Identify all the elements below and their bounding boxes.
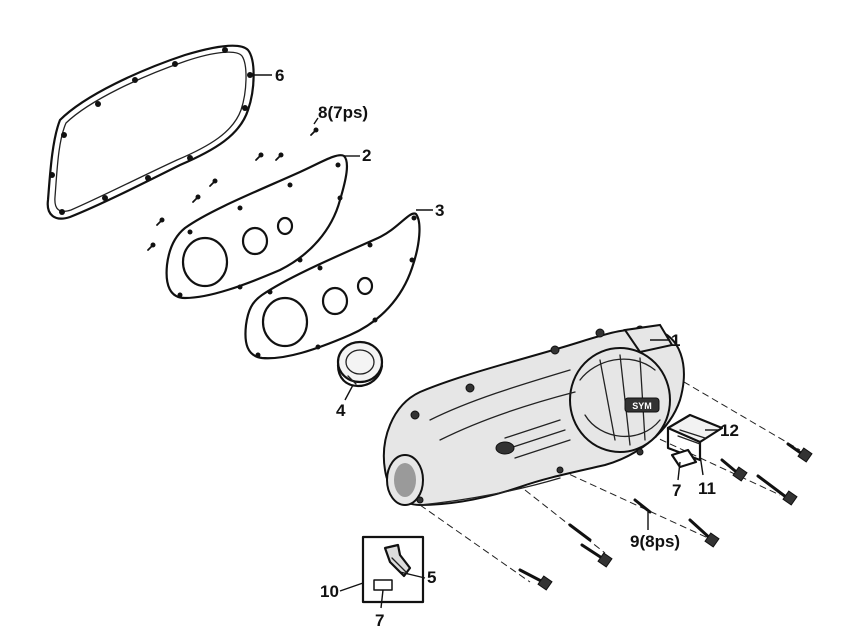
callouts: 1 2 3 4 5 6 7 7 8(7ps) 9(8ps) 10 11 12 xyxy=(275,66,739,630)
part-6-gasket xyxy=(46,44,255,220)
part-10-kit-box xyxy=(361,535,425,604)
part-4-oil-seal xyxy=(336,340,384,388)
callout-1: 1 xyxy=(671,331,680,350)
callout-8: 8(7ps) xyxy=(318,103,368,122)
part-7-label-right xyxy=(670,448,698,469)
callout-12: 12 xyxy=(720,421,739,440)
callout-5: 5 xyxy=(427,568,436,587)
callout-3: 3 xyxy=(435,201,444,220)
callout-7-box: 7 xyxy=(375,611,384,630)
callout-9: 9(8ps) xyxy=(630,532,680,551)
callout-4: 4 xyxy=(336,401,346,420)
part-1-crankcase-cover: SYM xyxy=(383,323,801,583)
callout-7-right: 7 xyxy=(672,481,681,500)
leader-lines xyxy=(252,74,718,609)
part-8-screws xyxy=(147,127,319,251)
part-9-bolts xyxy=(518,442,813,591)
callout-10: 10 xyxy=(320,582,339,601)
callout-11: 11 xyxy=(698,479,716,498)
part-2-gasket-plate xyxy=(165,154,349,300)
callout-2: 2 xyxy=(362,146,371,165)
cover-logo-text: SYM xyxy=(632,401,652,411)
callout-6: 6 xyxy=(275,66,284,85)
part-3-gasket-plate xyxy=(244,212,421,360)
